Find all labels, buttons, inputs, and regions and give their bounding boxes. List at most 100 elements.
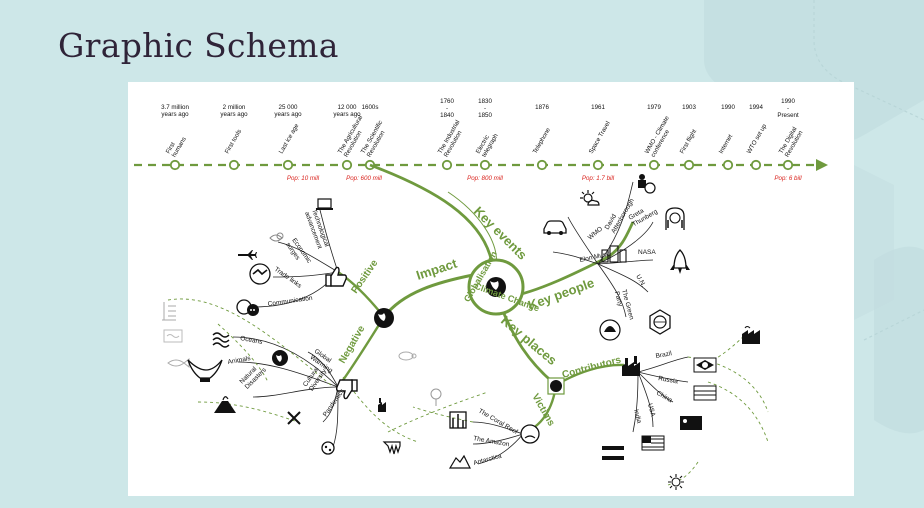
timeline-node	[592, 159, 604, 171]
timeline-date: 1903	[682, 104, 696, 111]
timeline-node	[341, 159, 353, 171]
fish-icon	[167, 357, 190, 369]
car-icon	[543, 220, 567, 235]
key-person-label: The GreenParty	[613, 289, 635, 323]
brazil-flag-icon	[693, 357, 717, 373]
negative-item-label: NaturalDisasters	[238, 361, 268, 391]
timeline-event-label: Internet	[718, 133, 735, 155]
timeline-event-label: The IndustrialRevolution	[437, 119, 468, 158]
timeline-event-label: Telephone	[532, 126, 553, 155]
page-title: Graphic Schema	[58, 26, 339, 65]
positive-item-label: Economicsurges	[284, 237, 313, 269]
positive-item-label: Trade links	[273, 266, 303, 290]
victim-place-label: Antarctica	[473, 453, 503, 467]
factory-icon-small	[378, 398, 386, 412]
timeline-node	[228, 159, 240, 171]
turtle-icon	[398, 351, 417, 361]
india-flag-icon	[602, 446, 624, 460]
amazon-tree-icon	[430, 388, 442, 406]
timeline-event-label: The DigitalRevolution	[778, 126, 805, 159]
contributor-country-label: Brazil	[655, 350, 673, 360]
key-person-label: NASA	[638, 249, 656, 256]
timeline-node	[536, 159, 548, 171]
rocket-icon	[670, 249, 690, 274]
timeline-node	[441, 159, 453, 171]
negative-item-label: Oceans	[240, 335, 264, 346]
russia-flag-icon	[693, 385, 717, 401]
sad-face-icon	[520, 424, 540, 444]
factory-icon	[622, 356, 640, 376]
factory-icon-top-right	[742, 326, 760, 344]
timeline-node	[648, 159, 660, 171]
negative-item-label: Pandemics	[322, 387, 347, 418]
key-person-label: U.N.	[634, 274, 647, 289]
un-icon	[649, 309, 671, 335]
person-clock-icon	[638, 174, 656, 194]
timeline-date: 1961	[591, 104, 605, 111]
negative-item-label: Animals	[227, 355, 252, 366]
positive-label: Positive	[349, 258, 380, 296]
thumbs-down-icon	[335, 379, 358, 400]
laptop-icon	[316, 198, 333, 210]
positive-item-label: Communication	[267, 295, 313, 308]
greta-icon	[665, 207, 685, 230]
airplane-icon	[238, 250, 257, 260]
chat-icon	[236, 299, 259, 316]
key-person-label: WMO	[587, 225, 604, 241]
ice-melt-icon	[382, 441, 401, 455]
branch-label-key-places: Key places	[498, 313, 560, 368]
timeline-node	[782, 159, 794, 171]
sun-cloud-icon	[580, 190, 600, 206]
population-label: Pop: 800 mill	[467, 175, 503, 182]
iceberg-icon	[448, 454, 471, 469]
waves-icon	[212, 332, 230, 348]
heat-icon	[163, 329, 183, 343]
population-label: Pop: 600 mill	[346, 175, 382, 182]
victim-place-label: The Amazon	[473, 435, 511, 448]
timeline-event-label: Electrictelegraph	[475, 129, 500, 159]
timeline-date: 1876	[535, 104, 549, 111]
timeline-event-label: Firsthumans	[165, 132, 188, 158]
thumbs-up-icon	[325, 266, 348, 287]
contributors-label: Contributors	[561, 354, 623, 380]
timeline-date: 1830-1850	[478, 98, 492, 119]
timeline-node	[722, 159, 734, 171]
timeline-date: 1994	[749, 104, 763, 111]
usa-flag-icon	[641, 435, 665, 451]
population-label: Pop: 6 bill	[774, 175, 802, 182]
contributor-country-label: USA	[646, 403, 656, 418]
timeline-event-label: Last ice age	[278, 122, 301, 155]
dashed-curves	[167, 298, 769, 486]
money-icon	[269, 232, 284, 242]
contributor-country-label: Russia	[658, 375, 679, 385]
timeline-node	[479, 159, 491, 171]
timeline-event-label: The ScientificRevolution	[360, 119, 391, 158]
timeline-event-label: WTO set up	[746, 123, 769, 155]
timeline-node	[282, 159, 294, 171]
timeline-event-label: First flight	[679, 128, 699, 155]
timeline-date: 1760-1840	[440, 98, 454, 119]
population-label: Pop: 10 mill	[287, 175, 320, 182]
animal-skull-icon	[187, 359, 223, 382]
contributor-country-label: India	[632, 409, 643, 425]
timeline-event-label: WMO - Climateconference	[644, 114, 678, 158]
victim-place-label: The Coral Reef	[477, 408, 519, 436]
timeline-date: 1990	[721, 104, 735, 111]
volcano-icon	[214, 396, 236, 413]
timeline-date: 1990-Present	[777, 98, 799, 119]
virus-icon	[321, 441, 335, 455]
sun-icon	[668, 474, 684, 490]
coral-reef-icon	[449, 411, 467, 429]
timeline-date: 1600s	[362, 104, 379, 111]
places-globe-icon	[547, 377, 565, 395]
timeline-node	[169, 159, 181, 171]
x-icon	[287, 411, 301, 425]
timeline-node	[683, 159, 695, 171]
china-flag-icon	[680, 416, 702, 430]
